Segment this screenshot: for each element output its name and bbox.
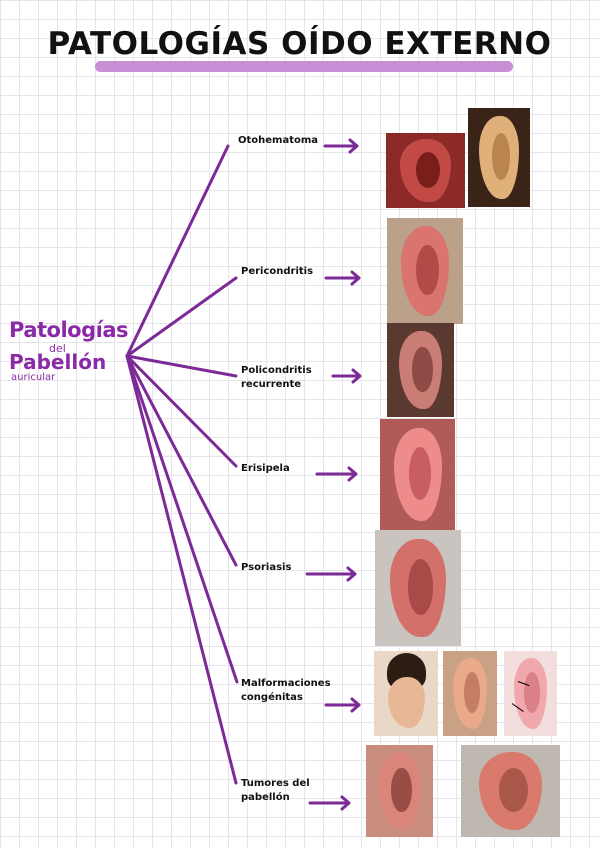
branch-line-0 bbox=[125, 144, 230, 358]
branch-line-4 bbox=[125, 354, 238, 567]
photo-malformaciones-3 bbox=[504, 651, 557, 736]
item-label-text: Psoriasis bbox=[241, 562, 292, 573]
central-topic-label: Patologías del Pabellón auricular bbox=[9, 318, 129, 383]
item-label-psoriasis: Psoriasis bbox=[241, 561, 291, 575]
arrow-icon-3 bbox=[315, 466, 358, 482]
arrow-group bbox=[305, 138, 362, 811]
arrow-icon-0 bbox=[323, 138, 359, 154]
item-label-otohematoma: Otohematoma bbox=[238, 134, 318, 148]
photo-malformaciones-2 bbox=[443, 651, 497, 736]
item-label-tumores: Tumores del pabellón bbox=[241, 777, 310, 804]
branch-line-3 bbox=[125, 354, 238, 468]
item-label-policondritis: Policondritis recurrente bbox=[241, 364, 312, 391]
item-label-text: Policondritis bbox=[241, 365, 312, 376]
item-label-text: Pericondritis bbox=[241, 266, 314, 277]
photo-erisipela bbox=[380, 419, 455, 530]
item-label-text: Malformaciones bbox=[241, 678, 331, 689]
branch-line-5 bbox=[125, 354, 239, 684]
item-label-erisipela: Erisipela bbox=[241, 462, 290, 476]
photo-tumores-1 bbox=[366, 745, 433, 837]
branch-line-6 bbox=[125, 354, 238, 785]
item-label-malformaciones: Malformaciones congénitas bbox=[241, 677, 331, 704]
item-label-text: Otohematoma bbox=[238, 135, 319, 146]
central-label-line2: del bbox=[49, 342, 66, 355]
item-label-text-2: pabellón bbox=[241, 791, 290, 803]
photo-otohematoma-2 bbox=[468, 108, 530, 207]
title-highlight-bar bbox=[95, 61, 513, 72]
central-label-line4: auricular bbox=[11, 372, 56, 383]
branch-group bbox=[125, 144, 239, 785]
photo-pericondritis bbox=[387, 218, 463, 324]
photo-psoriasis bbox=[375, 530, 461, 646]
item-label-text: Erisipela bbox=[241, 463, 290, 474]
arrow-icon-6 bbox=[308, 795, 351, 811]
item-label-text-2: congénitas bbox=[241, 691, 303, 703]
arrow-icon-1 bbox=[324, 270, 361, 286]
branch-line-2 bbox=[125, 354, 238, 378]
branch-line-1 bbox=[125, 276, 238, 358]
arrow-icon-4 bbox=[305, 566, 357, 582]
photo-policondritis bbox=[387, 323, 454, 417]
arrow-icon-5 bbox=[324, 697, 361, 713]
photo-otohematoma-1 bbox=[386, 133, 465, 208]
photo-malformaciones-1 bbox=[374, 651, 438, 736]
photo-tumores-2 bbox=[461, 745, 560, 837]
central-label-line3: Pabellón bbox=[9, 350, 107, 374]
arrow-icon-2 bbox=[331, 368, 362, 384]
page-title: PATOLOGÍAS OÍDO EXTERNO bbox=[47, 26, 552, 62]
item-label-text: Tumores del bbox=[241, 778, 310, 789]
item-label-pericondritis: Pericondritis bbox=[241, 265, 313, 279]
central-label-line1: Patologías bbox=[9, 318, 129, 342]
item-label-text-2: recurrente bbox=[241, 378, 302, 390]
